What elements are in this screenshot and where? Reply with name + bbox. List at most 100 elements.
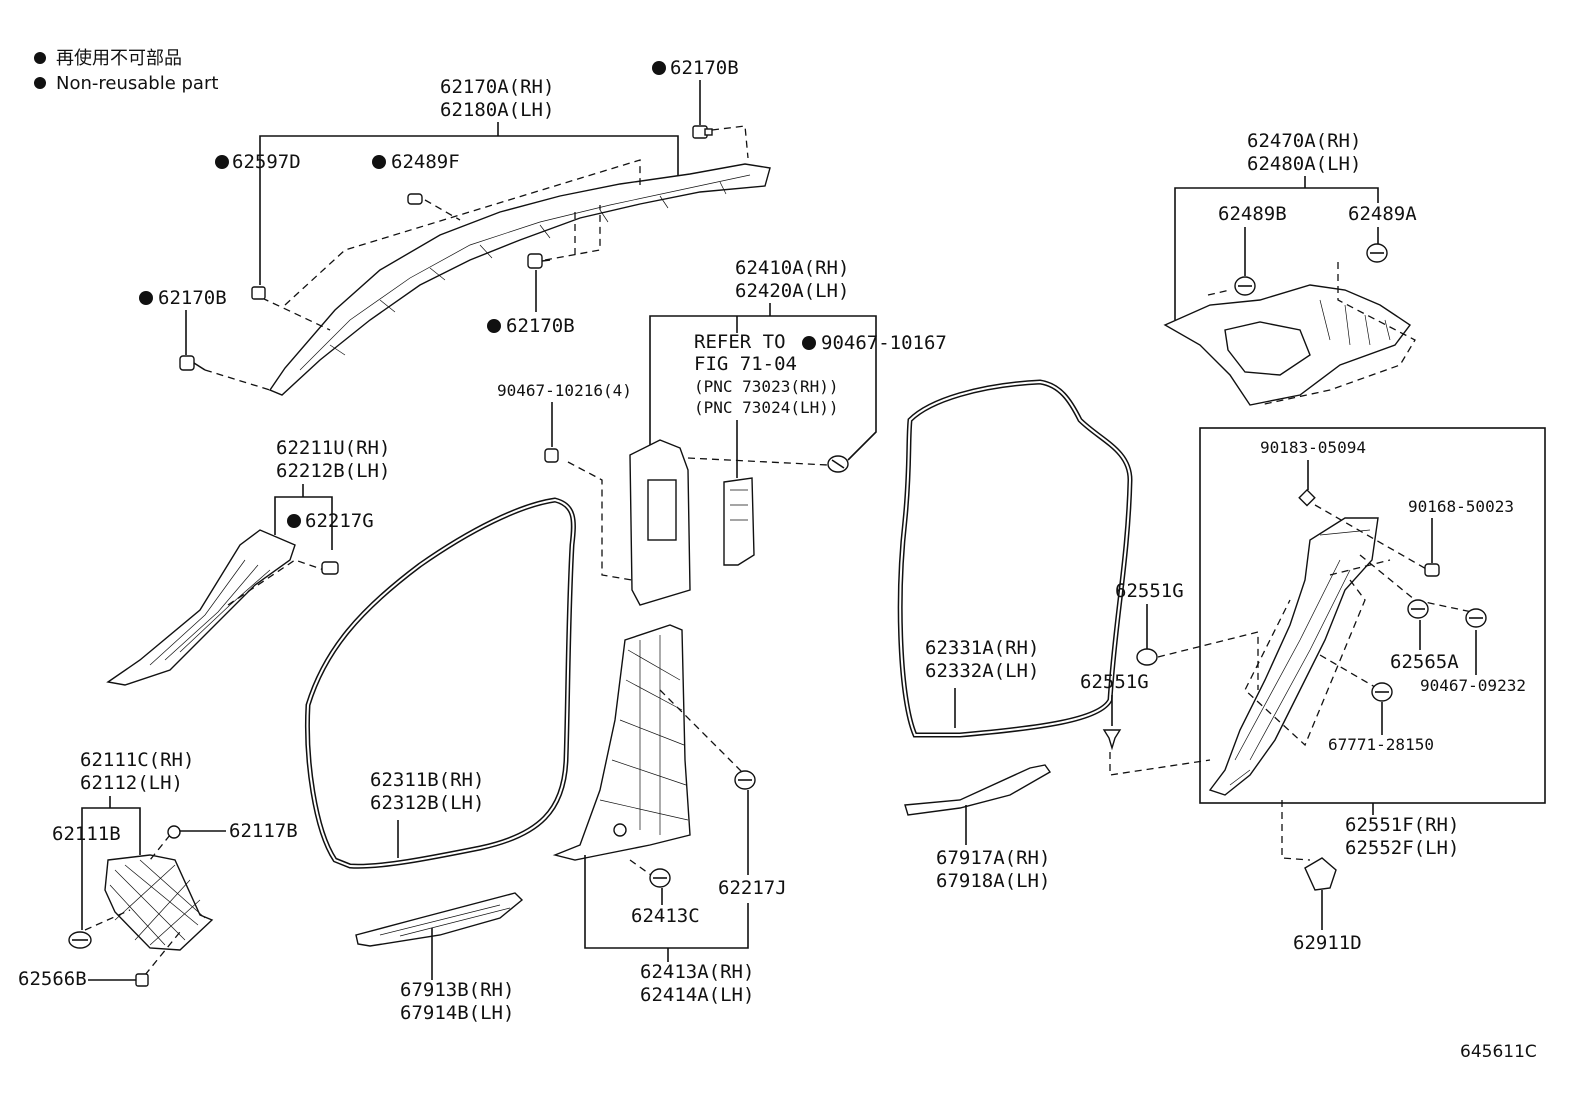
legend-bullet-icon: [34, 52, 46, 64]
leader-line: [584, 855, 749, 949]
clip-icon: [649, 868, 671, 888]
clip-icon: [1366, 243, 1388, 263]
roof-side-rail-garnish-group: 62170A(RH) 62180A(LH) 62170B 62597D 6248…: [139, 57, 771, 396]
non-reusable-mark-icon: [652, 61, 666, 75]
dashed-guide: [261, 297, 331, 331]
dashed-guide: [1259, 262, 1416, 406]
non-reusable-mark-icon: [139, 291, 153, 305]
dashed-guide: [567, 461, 633, 581]
callout-62566B: 62566B: [18, 968, 87, 990]
part-detail: [149, 559, 271, 666]
leader-line: [81, 807, 141, 930]
callout-62170A-rh: 62170A(RH): [440, 76, 554, 98]
part-detail: [379, 904, 511, 937]
clip-icon: [1234, 276, 1256, 296]
front-pillar-garnish-group: 62211U(RH) 62212B(LH) 62217G: [106, 437, 390, 686]
clip-icon: [827, 455, 849, 473]
refer-to-text[interactable]: REFER TO: [694, 331, 786, 353]
non-reusable-mark-icon: [372, 155, 386, 169]
callout-62180A-lh: 62180A(LH): [440, 99, 554, 121]
dashed-guide: [424, 199, 461, 221]
clip-icon: [734, 770, 756, 790]
rear-scuff-plate-group: 67917A(RH) 67918A(LH): [904, 764, 1052, 892]
dashed-guide: [84, 909, 131, 931]
dashed-guide: [204, 369, 271, 391]
callout-62217G: 62217G: [305, 510, 374, 532]
callout-67917A-rh: 67917A(RH): [936, 847, 1050, 869]
center-pillar-lower-garnish-group: 62217J 62413C 62413A(RH) 62414A(LH): [552, 624, 787, 1006]
callout-62211U-rh: 62211U(RH): [276, 437, 390, 459]
dashed-guide: [1359, 554, 1473, 613]
callout-62212B-lh: 62212B(LH): [276, 460, 390, 482]
callout-62170B-left: 62170B: [158, 287, 227, 309]
clip-icon: [544, 448, 559, 463]
quarter-pillar-garnish-part: [1208, 517, 1379, 796]
screw-icon: [179, 355, 206, 371]
front-scuff-plate-group: 67913B(RH) 67914B(LH): [355, 892, 524, 1024]
callout-62552F-lh: 62552F(LH): [1345, 837, 1459, 859]
center-pillar-lower-garnish-part: [552, 624, 691, 861]
part-detail: [613, 823, 627, 837]
dashed-guide: [1319, 654, 1381, 691]
callout-67914B-lh: 67914B(LH): [400, 1002, 514, 1024]
front-door-weatherstrip-group: 62311B(RH) 62312B(LH): [305, 497, 576, 869]
cowl-side-trim-part: [104, 854, 214, 951]
rear-door-weatherstrip-group: 62331A(RH) 62332A(LH): [897, 379, 1133, 738]
clip-icon: [407, 193, 423, 205]
non-reusable-mark-icon: [215, 155, 229, 169]
non-reusable-mark-icon: [287, 514, 301, 528]
part-detail: [109, 859, 206, 946]
cowl-side-trim-group: 62111C(RH) 62112(LH) 62111B 62117B 62566…: [18, 749, 298, 990]
callout-62217J: 62217J: [718, 877, 787, 899]
legend: 再使用不可部品 Non-reusable part: [34, 48, 218, 94]
cap-icon: [1136, 648, 1158, 666]
refer-fig-text[interactable]: FIG 71-04: [694, 353, 797, 375]
clip-icon: [68, 931, 92, 949]
callout-62911D: 62911D: [1293, 932, 1362, 954]
seat-belt-cover-part: [723, 477, 755, 566]
dashed-guide: [687, 457, 829, 466]
callout-62117B: 62117B: [229, 820, 298, 842]
center-pillar-upper-garnish-group: 62410A(RH) 62420A(LH) REFER TO FIG 71-04…: [497, 257, 947, 606]
part-detail: [1319, 299, 1391, 346]
non-reusable-mark-icon: [487, 319, 501, 333]
screw-icon: [527, 253, 551, 269]
callout-62331A-rh: 62331A(RH): [925, 637, 1039, 659]
callout-62489B: 62489B: [1218, 203, 1287, 225]
part-detail: [599, 635, 689, 835]
clip-icon: [135, 973, 149, 987]
roof-side-inner-garnish-group: 62470A(RH) 62480A(LH) 62489B 62489A: [1163, 130, 1417, 406]
part-detail: [647, 479, 677, 541]
callout-62597D: 62597D: [232, 151, 301, 173]
callout-90168-50023: 90168-50023: [1408, 497, 1514, 516]
part-detail: [899, 380, 1132, 736]
callout-62470A-rh: 62470A(RH): [1247, 130, 1361, 152]
callout-62312B-lh: 62312B(LH): [370, 792, 484, 814]
part-detail: [730, 489, 748, 521]
dashed-guide: [1207, 289, 1231, 296]
callout-90467-10167: 90467-10167: [821, 332, 947, 354]
callout-62332A-lh: 62332A(LH): [925, 660, 1039, 682]
callout-62551G-a: 62551G: [1115, 580, 1184, 602]
clip-icon: [321, 561, 339, 575]
callout-62111B: 62111B: [52, 823, 121, 845]
dashed-guide: [659, 689, 746, 776]
leader-line: [649, 315, 877, 461]
leader-line: [1174, 187, 1379, 320]
dashed-guide: [1329, 559, 1391, 576]
part-detail: [1224, 321, 1311, 376]
dashed-guide: [544, 205, 601, 261]
clip-icon: [1102, 729, 1122, 751]
quarter-pillar-garnish-group: 62551G 62551G 90183-05094 90168-50023 62…: [1080, 427, 1546, 954]
callout-62489F: 62489F: [391, 151, 460, 173]
dashed-guide: [227, 559, 331, 606]
dashed-guide: [1244, 579, 1366, 747]
legend-item-en: Non-reusable part: [56, 73, 218, 94]
refer-pnc-rh: (PNC 73023(RH)): [694, 377, 839, 396]
dashed-guide: [711, 125, 749, 159]
non-reusable-mark-icon: [802, 336, 816, 350]
dashed-guide: [284, 159, 641, 306]
refer-pnc-lh: (PNC 73024(LH)): [694, 398, 839, 417]
clip-icon: [692, 125, 713, 139]
